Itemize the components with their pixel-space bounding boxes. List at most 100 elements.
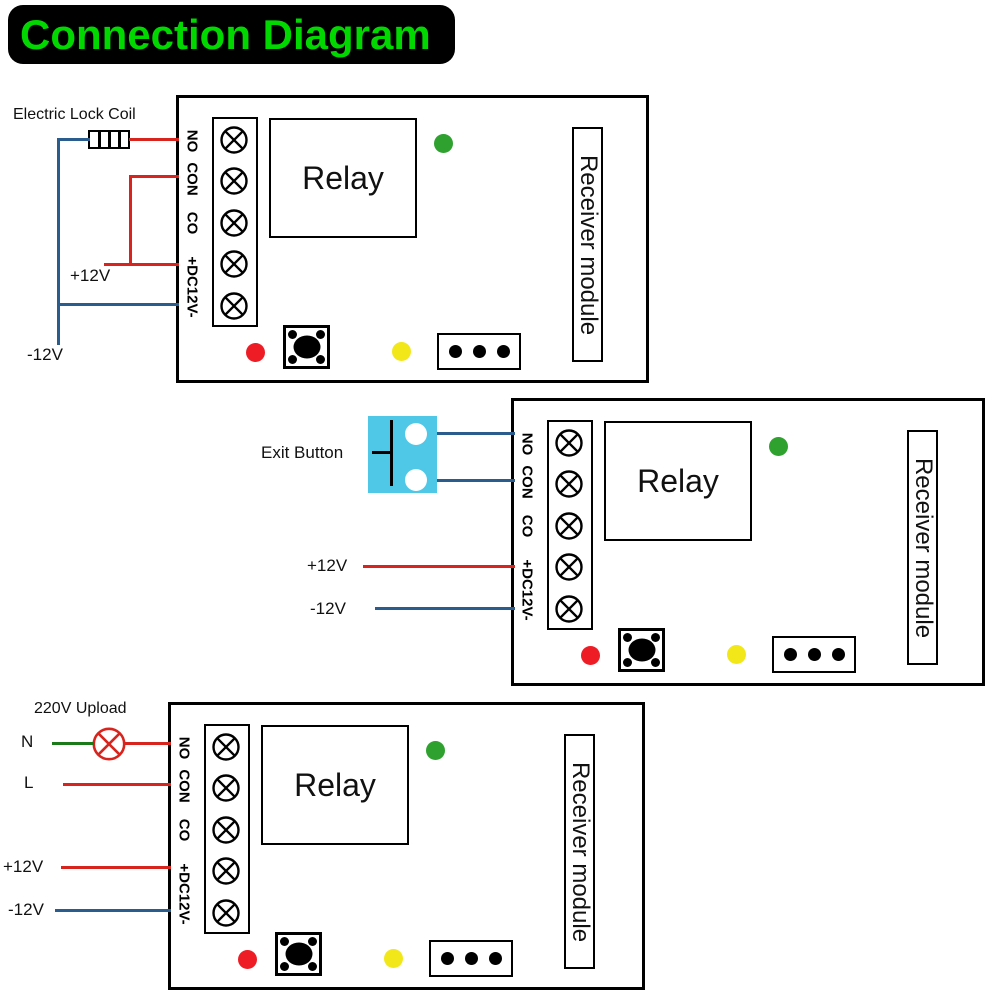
live-label: L xyxy=(24,773,34,792)
button-corner-pin xyxy=(308,962,317,971)
terminal-label-no: NO xyxy=(518,432,536,456)
red-led xyxy=(238,950,257,969)
page-title: Connection Diagram xyxy=(20,10,431,58)
tactile-button xyxy=(283,325,330,369)
red-led xyxy=(246,343,265,362)
receiver-module-box: Receiver module xyxy=(564,734,595,969)
exit-button-label: Exit Button xyxy=(261,443,344,462)
terminal-label-dc12v: +DC12V- xyxy=(183,256,201,318)
wire-con-horizontal xyxy=(129,175,179,178)
wire-minus-vertical xyxy=(57,138,60,345)
connector-pin xyxy=(464,952,478,965)
button-corner-pin xyxy=(651,658,660,667)
connector-pin xyxy=(472,345,486,358)
wire-exit-to-no xyxy=(437,432,515,435)
button-corner-pin xyxy=(280,937,289,946)
connector-pin xyxy=(488,952,502,965)
yellow-led xyxy=(384,949,403,968)
connector-pin xyxy=(496,345,510,358)
coil-divider xyxy=(98,132,101,147)
terminal-label-con: CON xyxy=(175,769,193,803)
terminal-label-co: CO xyxy=(518,514,536,538)
receiver-module-box: Receiver module xyxy=(572,127,603,362)
button-corner-pin xyxy=(280,962,289,971)
wire-coil-to-no xyxy=(129,138,179,141)
button-corner-pin xyxy=(623,658,632,667)
exit-button-switch-arm xyxy=(372,451,390,454)
coil-divider xyxy=(118,132,121,147)
connector-pin xyxy=(807,648,821,661)
wire-minus-to-board xyxy=(375,607,515,610)
tactile-button xyxy=(618,628,665,672)
wire-minus-to-board xyxy=(58,303,179,306)
exit-button-contact xyxy=(405,469,427,491)
coil-divider xyxy=(108,132,111,147)
wire-con-to-plus-vertical xyxy=(129,175,132,265)
electric-lock-coil-label: Electric Lock Coil xyxy=(13,106,136,123)
exit-button-contact xyxy=(405,423,427,445)
button-corner-pin xyxy=(316,355,325,364)
minus12v-label: -12V xyxy=(27,345,63,364)
wire-exit-to-con xyxy=(437,479,515,482)
relay-board-220v: NO CON CO +DC12V- Relay Receiver module xyxy=(168,702,645,990)
terminal-screws xyxy=(555,429,583,623)
wire-lamp-to-no xyxy=(124,742,171,745)
button-corner-pin xyxy=(308,937,317,946)
green-led xyxy=(426,741,445,760)
connector-pin xyxy=(440,952,454,965)
relay-box: Relay xyxy=(604,421,752,541)
antenna-connector xyxy=(437,333,521,370)
terminal-label-con: CON xyxy=(518,465,536,499)
terminal-label-co: CO xyxy=(183,211,201,235)
button-plunger xyxy=(285,942,312,966)
terminal-label-no: NO xyxy=(175,736,193,760)
relay-box: Relay xyxy=(269,118,417,238)
relay-box: Relay xyxy=(261,725,409,845)
green-led xyxy=(434,134,453,153)
terminal-label-dc12v: +DC12V- xyxy=(175,863,193,925)
electric-lock-coil-symbol xyxy=(88,130,130,149)
receiver-module-box: Receiver module xyxy=(907,430,938,665)
plus12v-label: +12V xyxy=(70,266,111,285)
relay-board-electric-lock: NO CON CO +DC12V- Relay Receiver module xyxy=(176,95,649,383)
exit-button-symbol xyxy=(368,416,437,493)
minus12v-label: -12V xyxy=(310,599,346,618)
button-corner-pin xyxy=(651,633,660,642)
terminal-label-co: CO xyxy=(175,818,193,842)
receiver-module-label: Receiver module xyxy=(909,457,937,638)
wire-minus-to-board xyxy=(55,909,171,912)
button-plunger xyxy=(628,638,655,662)
wire-plus-to-board xyxy=(61,866,171,869)
lamp-symbol xyxy=(92,727,126,761)
terminal-label-con: CON xyxy=(183,162,201,196)
button-corner-pin xyxy=(288,355,297,364)
wire-l-to-con xyxy=(63,783,171,786)
exit-button-switch-line xyxy=(390,420,393,486)
plus12v-label: +12V xyxy=(3,857,44,876)
wire-plus-to-board xyxy=(363,565,515,568)
terminal-label-dc12v: +DC12V- xyxy=(518,559,536,621)
yellow-led xyxy=(727,645,746,664)
antenna-connector xyxy=(772,636,856,673)
relay-board-exit-button: NO CON CO +DC12V- Relay Receiver module xyxy=(511,398,985,686)
plus12v-label: +12V xyxy=(307,556,348,575)
green-led xyxy=(769,437,788,456)
yellow-led xyxy=(392,342,411,361)
receiver-module-label: Receiver module xyxy=(566,761,594,942)
button-corner-pin xyxy=(288,330,297,339)
button-corner-pin xyxy=(316,330,325,339)
minus12v-label: -12V xyxy=(8,900,44,919)
red-led xyxy=(581,646,600,665)
connector-pin xyxy=(448,345,462,358)
neutral-label: N xyxy=(21,732,34,751)
wire-plus-to-board xyxy=(104,263,179,266)
terminal-screws xyxy=(220,126,248,320)
wire-n-to-lamp xyxy=(52,742,94,745)
tactile-button xyxy=(275,932,322,976)
button-corner-pin xyxy=(623,633,632,642)
antenna-connector xyxy=(429,940,513,977)
connector-pin xyxy=(831,648,845,661)
terminal-screws xyxy=(212,733,240,927)
220v-upload-label: 220V Upload xyxy=(34,700,127,717)
button-plunger xyxy=(293,335,320,359)
